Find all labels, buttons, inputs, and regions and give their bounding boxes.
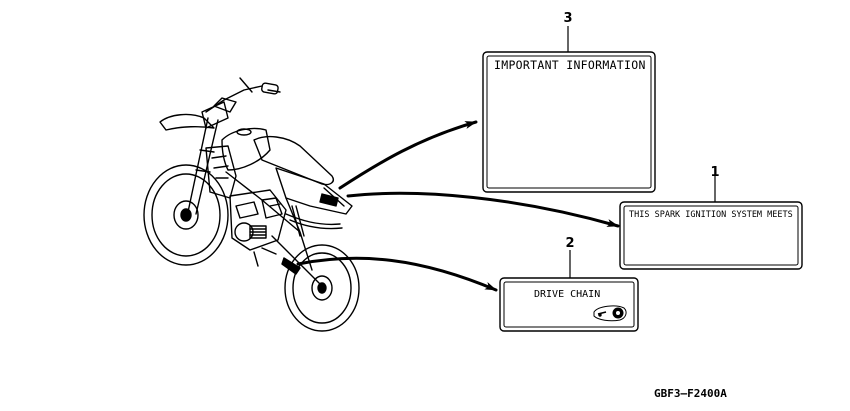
front-fender bbox=[159, 113, 215, 131]
motorcycle-illustration bbox=[143, 77, 360, 332]
label-part-3: 3 IMPORTANT INFORMATION bbox=[482, 11, 656, 193]
diagram-code: GBF3–F2400A bbox=[654, 387, 727, 400]
front-fork bbox=[187, 117, 219, 215]
engine bbox=[229, 189, 287, 251]
callout-number: 1 bbox=[710, 165, 719, 180]
side-panel bbox=[275, 167, 353, 215]
swingarm bbox=[271, 235, 325, 289]
callout-number: 3 bbox=[563, 11, 572, 26]
radiator-shroud bbox=[205, 145, 237, 199]
label-part-2: 2 DRIVE CHAIN bbox=[499, 236, 639, 332]
arrow-to-label-1 bbox=[346, 191, 620, 228]
callout-number: 2 bbox=[565, 236, 574, 251]
exhaust-pipe bbox=[285, 213, 343, 230]
label-text: IMPORTANT INFORMATION bbox=[494, 58, 646, 72]
pointer-arrows bbox=[296, 120, 620, 292]
arrow-to-label-3 bbox=[338, 120, 478, 190]
rear-wheel bbox=[284, 244, 360, 332]
chain-adjuster-icon bbox=[593, 305, 627, 322]
arrow-to-label-2 bbox=[296, 256, 498, 292]
label-text: DRIVE CHAIN bbox=[534, 289, 600, 300]
label-text: THIS SPARK IGNITION SYSTEM MEETS bbox=[629, 210, 793, 220]
label-part-1: 1 THIS SPARK IGNITION SYSTEM MEETS bbox=[619, 165, 803, 270]
frame bbox=[225, 171, 313, 271]
front-wheel bbox=[143, 164, 229, 266]
seat bbox=[253, 135, 334, 186]
